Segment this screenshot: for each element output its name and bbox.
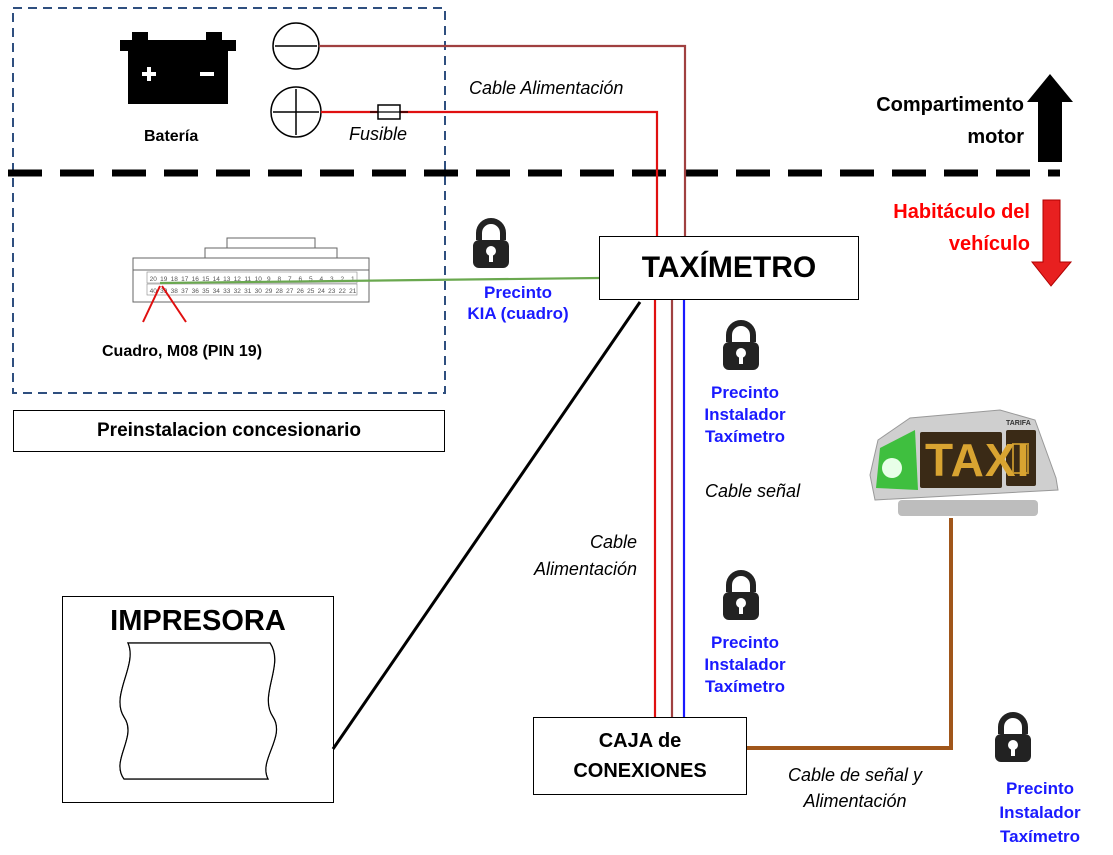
seal-kia-line2: KIA (cuadro) — [467, 304, 569, 323]
cabin-label: Habitáculo del vehículo — [818, 196, 1030, 260]
connector-pin-label: 20 — [150, 276, 158, 283]
connector-pin-label: 23 — [328, 288, 336, 295]
seal-kia-label: Precinto KIA (cuadro) — [450, 282, 586, 324]
down-arrow-icon — [1030, 199, 1073, 287]
connector-pin-label: 1 — [351, 276, 355, 283]
connector-pin-label: 12 — [234, 276, 242, 283]
seal-installer-1-line2: Instalador — [704, 405, 786, 424]
connector-pin-label: 18 — [171, 276, 179, 283]
connector-pin-label: 13 — [223, 276, 231, 283]
junction-box[interactable]: CAJA de CONEXIONES — [533, 717, 747, 795]
taxi-sign-text: TAXI — [925, 434, 1031, 486]
seal-installer-2-line3: Taxímetro — [705, 677, 785, 696]
seal-installer-3-line3: Taxímetro — [1000, 827, 1080, 846]
connector-pin-label: 40 — [150, 288, 158, 295]
signal-power-cable-line1: Cable de señal y — [787, 765, 923, 785]
connector-pin-label: 15 — [202, 276, 210, 283]
signal-power-cable-label: Cable de señal y Alimentación — [755, 762, 955, 814]
connector-pin-label: 29 — [265, 288, 273, 295]
engine-compartment-label-line1: Compartimento — [876, 94, 1024, 116]
connector-pin-label: 9 — [267, 276, 271, 283]
connector-pin-label: 33 — [223, 288, 231, 295]
negative-cable — [319, 44, 687, 236]
connector-pin-label: 3 — [330, 276, 334, 283]
connector-pin-label: 2 — [340, 276, 344, 283]
connector-pin-label: 16 — [192, 276, 200, 283]
connector-pin-label: 6 — [298, 276, 302, 283]
battery-icon — [120, 32, 236, 104]
taxi-light-icon — [869, 409, 1059, 516]
connector-pin-label: 34 — [213, 288, 221, 295]
connector-pin-label: 11 — [244, 276, 251, 283]
fuse-label: Fusible — [349, 124, 408, 144]
seal-installer-lock-icon-1 — [723, 320, 759, 370]
preinstall-label: Preinstalacion concesionario — [97, 420, 361, 441]
seal-installer-lock-icon-3 — [995, 712, 1031, 762]
seal-installer-label-3: Precinto Instalador Taxímetro — [975, 777, 1105, 849]
power-cable-mid-line2: Alimentación — [533, 559, 637, 579]
seal-installer-lock-icon-2 — [723, 570, 759, 620]
power-cable-mid-line1: Cable — [589, 532, 637, 552]
taximeter-label: TAXÍMETRO — [641, 251, 817, 284]
connector-pin-label: 21 — [349, 288, 357, 295]
connector-pin-label: 4 — [319, 276, 323, 283]
dashboard-connector-label: Cuadro, M08 (PIN 19) — [102, 343, 263, 360]
connector-pin-label: 36 — [192, 288, 200, 295]
connector-pin-label: 32 — [234, 288, 242, 295]
connector-pin-label: 39 — [160, 288, 168, 295]
connector-pin-label: 19 — [160, 276, 168, 283]
seal-kia-line1: Precinto — [483, 283, 553, 302]
junction-box-line1: CAJA de — [598, 730, 682, 752]
engine-compartment-label-line2: motor — [967, 126, 1024, 148]
seal-installer-2-line1: Precinto — [710, 633, 780, 652]
printer-label: IMPRESORA — [110, 605, 286, 637]
seal-installer-label-2: Precinto Instalador Taxímetro — [680, 632, 810, 698]
connector-pin-label: 35 — [202, 288, 210, 295]
taximeter-box[interactable]: TAXÍMETRO — [599, 236, 859, 300]
connector-pin-label: 25 — [307, 288, 315, 295]
seal-installer-3-line1: Precinto — [1005, 779, 1075, 798]
seal-installer-3-line2: Instalador — [999, 803, 1081, 822]
printer-cable — [331, 301, 642, 750]
dashboard-signal-cable — [159, 276, 601, 285]
taxi-light-cable — [746, 518, 953, 750]
connector-pin-label: 28 — [276, 288, 284, 295]
connector-pin-label: 22 — [339, 288, 347, 295]
signal-power-cable-line2: Alimentación — [803, 791, 907, 811]
engine-compartment-label: Compartimento motor — [818, 89, 1024, 153]
connector-pin-label: 30 — [255, 288, 263, 295]
connector-pin-label: 14 — [213, 276, 221, 283]
seal-installer-1-line1: Precinto — [710, 383, 780, 402]
signal-cable-label: Cable señal — [705, 481, 801, 501]
pin19-wire-left — [142, 285, 161, 323]
connector-pin-label: 26 — [297, 288, 305, 295]
battery-label: Batería — [144, 128, 199, 145]
tarifa-text: TARIFA — [1006, 420, 1031, 427]
connector-pin-label: 24 — [318, 288, 326, 295]
seal-kia-lock-icon — [473, 218, 509, 268]
connector-pin-label: 37 — [181, 288, 189, 295]
connector-pin-label: 7 — [288, 276, 292, 283]
junction-box-line2: CONEXIONES — [573, 760, 707, 782]
power-cable-mid-label: Cable Alimentación — [494, 529, 637, 583]
seal-installer-label-1: Precinto Instalador Taxímetro — [680, 382, 810, 448]
connector-pin-label: 38 — [171, 288, 179, 295]
power-cable-top-label: Cable Alimentación — [469, 78, 624, 98]
connector-pin-label: 27 — [286, 288, 294, 295]
seal-installer-1-line3: Taxímetro — [705, 427, 785, 446]
preinstall-box: Preinstalacion concesionario — [13, 410, 445, 452]
cabin-label-line2: vehículo — [948, 233, 1030, 255]
seal-installer-2-line2: Instalador — [704, 655, 786, 674]
connector-pin-label: 17 — [181, 276, 189, 283]
up-arrow-icon — [1027, 74, 1073, 162]
printer-box[interactable]: IMPRESORA — [62, 596, 334, 803]
connector-pin-label: 10 — [255, 276, 263, 283]
pin19-wire-right — [161, 285, 187, 323]
cabin-label-line1: Habitáculo del — [893, 201, 1030, 223]
dealer-preinstall-dashed-box — [12, 7, 446, 394]
connector-pin-label: 31 — [244, 288, 252, 295]
connector-pin-label: 8 — [277, 276, 281, 283]
connector-pin-label: 5 — [309, 276, 313, 283]
